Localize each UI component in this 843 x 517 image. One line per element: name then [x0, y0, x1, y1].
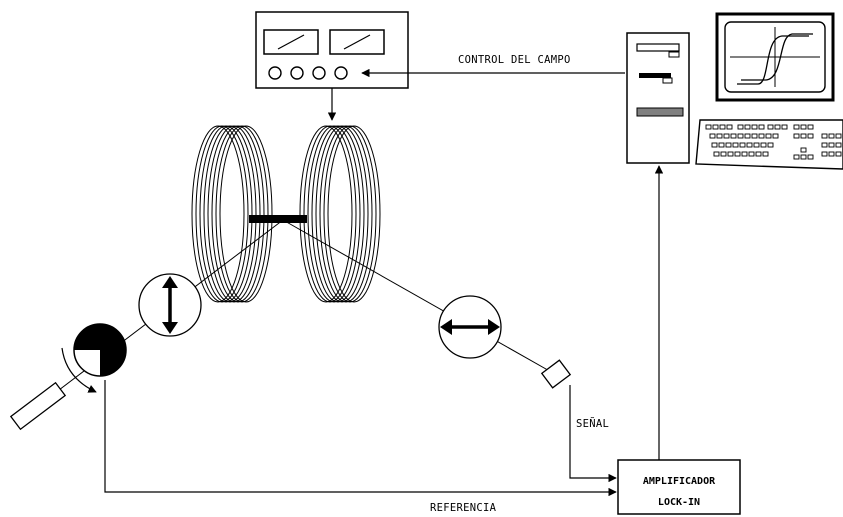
- knob-3: [312, 66, 326, 80]
- drive-bay-3: [636, 107, 684, 117]
- knob-1: [268, 66, 282, 80]
- knob-4: [334, 66, 348, 80]
- reflected-beam: [282, 219, 554, 374]
- power-supply: [255, 11, 409, 89]
- chopper-blade-3: [100, 324, 126, 350]
- meter-left-needle: [277, 34, 305, 50]
- computer-tower: [626, 32, 690, 164]
- sample: [249, 215, 307, 223]
- laser: [9, 381, 67, 431]
- drive-bay-1: [636, 43, 680, 52]
- chopper-blade-1: [74, 324, 100, 350]
- reference-label: REFERENCIA: [430, 502, 497, 514]
- analyzer: [438, 295, 502, 359]
- lock-in-label-line1: AMPLIFICADOR: [643, 476, 716, 487]
- signal-label: SEÑAL: [576, 417, 609, 430]
- lock-in-label-line2: LOCK-IN: [658, 497, 700, 508]
- drive-bay-2: [639, 73, 671, 78]
- drive-bay-2-button: [662, 77, 673, 84]
- polarizer: [138, 273, 202, 337]
- polarizer-arrow-down: [162, 322, 178, 334]
- monitor: [715, 12, 835, 102]
- right-coil: [299, 125, 381, 303]
- chopper-rotation-arrow: [61, 347, 97, 393]
- field-control-label: CONTROL DEL CAMPO: [458, 54, 571, 66]
- keyboard-keys: [705, 124, 842, 160]
- detector: [540, 359, 572, 389]
- hysteresis-lower-branch: [741, 33, 813, 81]
- analyzer-arrow-left: [440, 319, 452, 335]
- drive-bay-1-button: [668, 51, 680, 58]
- chopper: [61, 323, 127, 393]
- reference-line: [104, 380, 617, 497]
- meter-right-needle: [343, 34, 371, 50]
- lock-in-box: [617, 459, 741, 515]
- tower-body: [626, 32, 690, 164]
- signal-line: [569, 385, 617, 483]
- keyboard: [695, 119, 843, 170]
- chopper-blade-2: [100, 350, 126, 376]
- knob-2: [290, 66, 304, 80]
- left-coil: [191, 125, 273, 303]
- lock-in-amplifier: AMPLIFICADOR LOCK-IN: [617, 459, 741, 515]
- hysteresis-upper-branch: [737, 35, 809, 85]
- polarizer-arrow-up: [162, 276, 178, 288]
- analyzer-arrow-right: [488, 319, 500, 335]
